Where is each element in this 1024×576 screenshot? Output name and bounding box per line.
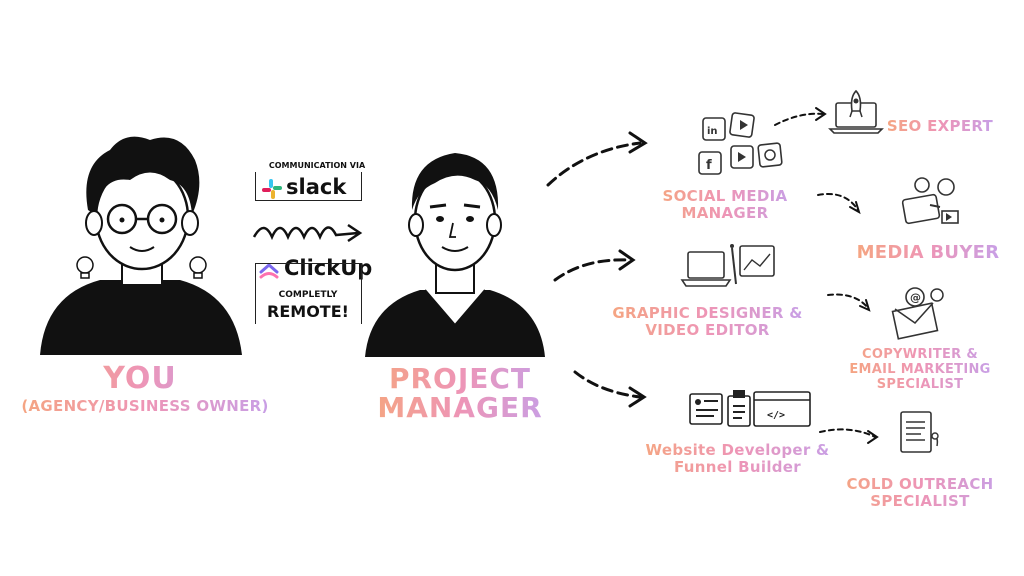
arrow-to-graphic — [553, 258, 632, 282]
remote-line1: COMPLETLY — [278, 290, 338, 300]
squiggle-arrow — [252, 223, 363, 243]
slack-box — [255, 172, 362, 201]
role-copywriter-line2: EMAIL MARKETING — [849, 361, 991, 377]
role-social-line1: SOCIAL MEDIA — [662, 187, 788, 205]
role-cold-line2: SPECIALIST — [870, 492, 970, 511]
remote-box — [255, 263, 362, 324]
role-cold-line1: COLD OUTREACH — [846, 475, 994, 493]
role-copywriter-line3: SPECIALIST — [876, 376, 964, 392]
media-buyer-icon — [901, 177, 959, 225]
slack-logo: slack — [262, 175, 358, 205]
role-copywriter: COPYWRITER & EMAIL MARKETING SPECIALIST — [840, 348, 1000, 393]
svg-text:f: f — [706, 158, 712, 173]
arrow-to-social — [546, 141, 642, 187]
slack-icon — [262, 179, 282, 199]
role-web-line2: Funnel Builder — [674, 458, 801, 477]
svg-text:@: @ — [910, 291, 921, 304]
arrow-to-copywriter — [827, 293, 869, 309]
slack-label: slack — [286, 175, 347, 199]
role-graphic-line1: GRAPHIC DESIGNER & — [612, 304, 803, 322]
outreach-icon — [900, 411, 939, 453]
role-graphic-line2: VIDEO EDITOR — [645, 321, 770, 340]
designer-icon — [680, 244, 775, 287]
role-cold-outreach: COLD OUTREACH SPECIALIST — [830, 476, 1010, 511]
project-manager-portrait — [365, 153, 545, 357]
arrow-to-media-buyer — [817, 193, 859, 211]
rocket-laptop-icon — [828, 89, 884, 134]
owner-portrait — [40, 136, 242, 355]
role-graphic-designer: GRAPHIC DESIGNER & VIDEO EDITOR — [600, 305, 815, 340]
owner-subtitle: (AGENCY/BUSINESS OWNER) — [5, 397, 285, 415]
clickup-icon — [259, 263, 279, 279]
project-manager-line2: MANAGER — [360, 391, 560, 424]
role-seo-expert: SEO EXPERT — [880, 117, 1000, 135]
owner-title: YOU — [40, 361, 240, 397]
project-manager-line1: PROJECT — [360, 362, 560, 395]
svg-text:in: in — [707, 126, 718, 137]
clickup-label: ClickUp — [284, 256, 373, 280]
role-copywriter-line1: COPYWRITER & — [862, 347, 978, 362]
role-web-line1: Website Developer & — [645, 441, 830, 459]
remote-line2: REMOTE! — [267, 302, 349, 321]
role-social-line2: MANAGER — [681, 204, 769, 223]
communication-heading: COMMUNICATION VIA — [268, 161, 366, 170]
social-icons: in f — [698, 112, 783, 175]
arrow-to-web — [573, 370, 642, 399]
role-web-developer: Website Developer & Funnel Builder — [630, 442, 845, 477]
arrow-to-seo — [774, 112, 824, 126]
arrow-to-cold-outreach — [819, 428, 876, 438]
email-icon: @ — [891, 287, 944, 340]
role-media-buyer: MEDIA BUYER — [848, 242, 1008, 264]
clickup-logo: ClickUp — [258, 255, 372, 285]
svg-text:</>: </> — [767, 410, 785, 421]
web-dev-icons: </> — [689, 390, 811, 427]
role-social-media-manager: SOCIAL MEDIA MANAGER — [650, 188, 800, 223]
